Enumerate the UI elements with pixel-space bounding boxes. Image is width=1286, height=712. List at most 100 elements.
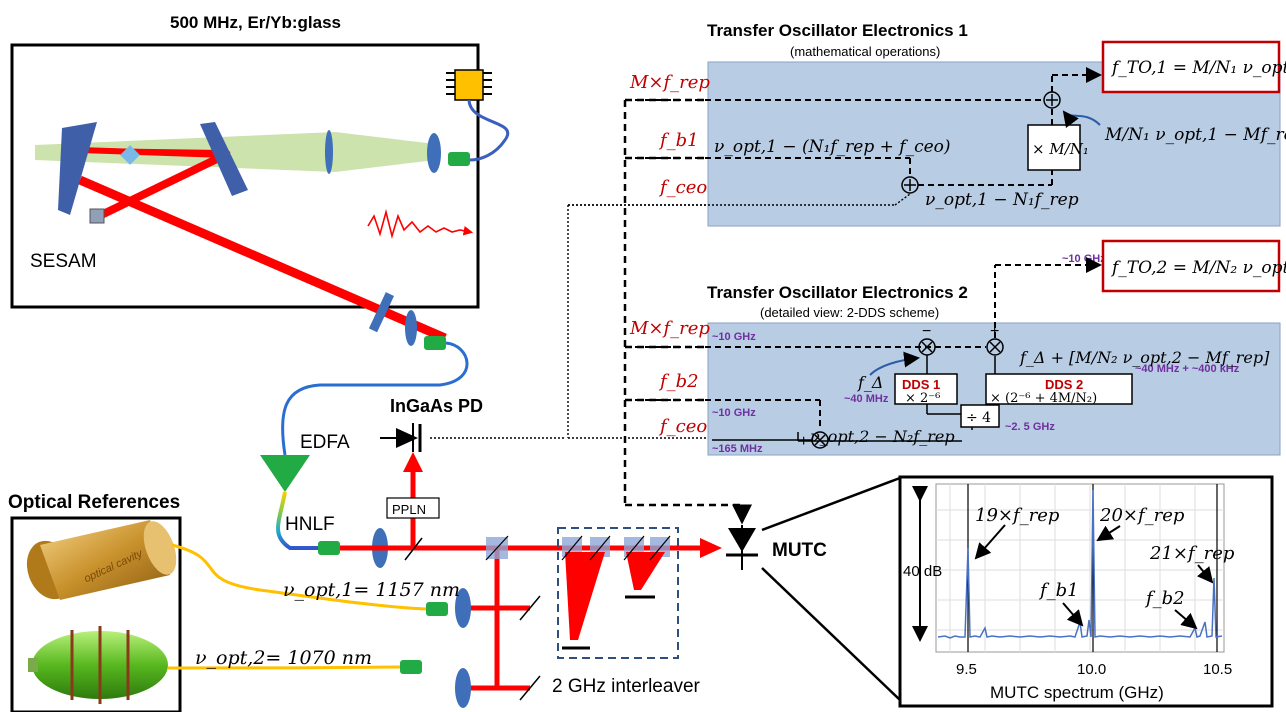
toe1-adder-bottom (901, 176, 919, 194)
toe1-multiplier (1027, 124, 1081, 171)
toe1-side-expr: M/N₁ ν_opt,1 − Mf_rep (1104, 125, 1286, 145)
ppln-beam-arrow (403, 452, 423, 472)
toe1-in-fceo: f_ceo (658, 177, 707, 198)
toe2-side-expr: f_Δ + [M/N₂ ν_opt,2 − Mf_rep] (1019, 348, 1270, 367)
dds2-mult: × (2⁻⁶ + 4M/N₂) (990, 391, 1097, 406)
mirror-ref2 (519, 675, 541, 701)
tick-10-0: 10.0 (1077, 661, 1106, 678)
spectrum-grid (936, 484, 1224, 652)
toe2-subtitle: (detailed view: 2-DDS scheme) (760, 305, 939, 320)
dds1-box (894, 373, 958, 405)
dds1-label: DDS 1 (902, 377, 940, 392)
hnlf-connector (318, 541, 340, 555)
cavity-beam-b (78, 175, 447, 343)
laser-oscillator-box: 500 MHz, Er/Yb:glass SESAM (10, 13, 510, 350)
edfa-label: EDFA (300, 432, 350, 453)
tick-10-5: 10.5 (1203, 661, 1232, 678)
toe2-f40: ~40 MHz (844, 393, 889, 405)
optical-cavity-icon: optical cavity (26, 520, 177, 600)
toe2-f25: ~2. 5 GHz (1005, 421, 1055, 433)
toe1-side-pointer (1062, 110, 1101, 128)
curved-mirror-right (200, 122, 248, 196)
tick-9-5: 9.5 (956, 661, 977, 678)
toe2-f40-400: ~40 MHz + ~400 kHz (1135, 363, 1240, 375)
ingaas-photodiode (380, 423, 422, 452)
spectrum-trace (937, 489, 1223, 639)
dds2-label: DDS 2 (1045, 377, 1083, 392)
toe2-fdelta: f_Δ (857, 373, 883, 392)
toe2-output: f_TO,2 = M/N₂ ν_opt,2 (1110, 258, 1286, 278)
toe2-plus-top: + (990, 323, 999, 340)
main-beam-arrow (700, 538, 722, 558)
dds1-mult: × 2⁻⁶ (905, 391, 940, 406)
fiber-ref1 (171, 543, 427, 611)
divider-box (960, 404, 1000, 428)
pulse-waveform (367, 208, 474, 240)
toe2-plus-mixer: + (799, 433, 808, 450)
pump-diode (454, 69, 484, 101)
toe1-title: Transfer Oscillator Electronics 1 (707, 21, 968, 40)
dds2-box (985, 373, 1133, 405)
toe2-f165: ~165 MHz (712, 443, 763, 455)
hnlf-label: HNLF (285, 514, 335, 535)
dichroic-ppln (404, 537, 423, 561)
db-label: 40 dB (903, 563, 942, 580)
ref1-label: ν_opt,1= 1157 nm (283, 579, 460, 601)
output-coupler (368, 292, 394, 333)
ref2-label: ν_opt,2= 1070 nm (195, 647, 372, 669)
refs-box (10, 516, 182, 712)
pump-beam-2 (335, 132, 435, 172)
toe1-subtitle: (mathematical operations) (790, 44, 940, 59)
lens-pump-2 (427, 133, 441, 173)
sesam-mount (89, 208, 105, 224)
output-connector (424, 336, 446, 350)
mutc-to-spectrum-bottom (761, 567, 901, 701)
toe2-output-box (1101, 239, 1281, 293)
refs-title: Optical References (8, 492, 180, 513)
sesam-beam (99, 151, 231, 215)
toe1-adder-top (1043, 91, 1061, 109)
ppln-label: PPLN (392, 502, 426, 517)
cavity-beam-d (79, 147, 226, 158)
interleaver-label: 2 GHz interleaver (552, 676, 701, 697)
toe2-mixer-1 (918, 338, 936, 356)
ppln-box (386, 497, 440, 519)
connector-ref1 (426, 602, 448, 616)
toe1-in-mfrep: M×f_rep (629, 72, 710, 93)
spectrum-xlabel: MUTC spectrum (GHz) (990, 683, 1164, 702)
toe2-f10-b: ~10 GHz (712, 407, 756, 419)
toe2-minus: − (922, 323, 931, 340)
toe2-in-fceo: f_ceo (658, 416, 707, 437)
pump-fiber (467, 99, 510, 162)
toe2-in-fb2: f_b2 (658, 371, 699, 392)
peak-20-label: 20×f_rep (1099, 505, 1185, 526)
mutc-label: MUTC (772, 540, 827, 561)
mutc-to-spectrum-top (761, 476, 901, 532)
toe1-expr-top: ν_opt,1 − (N₁f_rep + f_ceo) (714, 137, 951, 157)
gain-crystal (120, 145, 140, 165)
pd-label: InGaAs PD (390, 396, 483, 416)
fb2-label: f_b2 (1144, 588, 1185, 609)
hnlf-fiber (276, 491, 320, 550)
mirror-ref1 (519, 595, 541, 621)
fb1-label: f_b1 (1038, 580, 1079, 601)
laser-title: 500 MHz, Er/Yb:glass (170, 13, 341, 32)
lens-pump-1 (325, 130, 333, 174)
mutc-photodiode (726, 525, 758, 570)
toe1-in-fb1: f_b1 (658, 130, 699, 151)
peak-19-label: 19×f_rep (975, 505, 1060, 526)
connector-ref2 (400, 660, 422, 674)
toe2-f10-out: ~10 GHz (1062, 253, 1106, 265)
reference-cell-icon (28, 626, 168, 704)
pump-connector (448, 152, 470, 166)
toe2-fdelta-pointer (869, 351, 920, 376)
fiber-to-edfa (281, 341, 469, 456)
sesam-label: SESAM (30, 251, 97, 272)
lens-ref2 (455, 668, 471, 708)
toe2-mixer-2 (986, 338, 1004, 356)
interleaver-box (557, 527, 679, 659)
lens-output (405, 310, 417, 346)
fiber-ref2 (167, 665, 401, 670)
toe1-mult-label: × M/N₁ (1032, 140, 1089, 158)
